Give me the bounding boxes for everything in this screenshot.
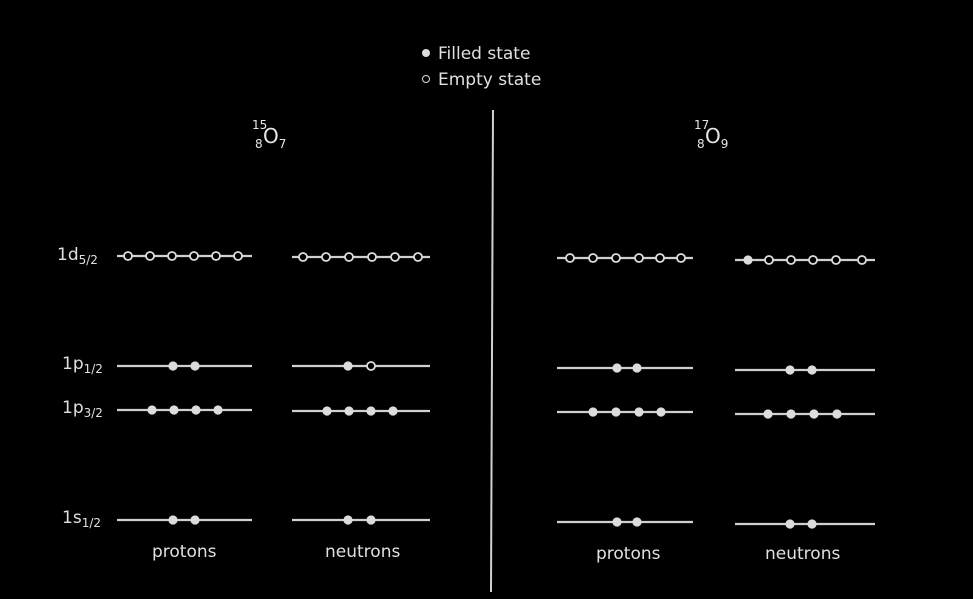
empty-state-circle [655, 253, 665, 263]
filled-state-dot [213, 405, 223, 415]
filled-state-dot [366, 406, 376, 416]
empty-state-circle [764, 255, 774, 265]
empty-state-circle [588, 253, 598, 263]
filled-state-dot [366, 515, 376, 525]
legend-filled: Filled state [422, 44, 530, 64]
empty-state-circle [611, 253, 621, 263]
empty-circle-icon [422, 75, 430, 83]
filled-state-dot [763, 409, 773, 419]
o15-symbol: O [263, 124, 279, 148]
filled-state-dot [588, 407, 598, 417]
empty-state-circle [344, 252, 354, 262]
empty-state-circle [676, 253, 686, 263]
empty-state-circle [366, 361, 376, 371]
filled-state-dot [809, 409, 819, 419]
empty-state-circle [123, 251, 133, 261]
empty-state-circle [857, 255, 867, 265]
filled-state-dot [832, 409, 842, 419]
filled-dot-icon [422, 49, 430, 57]
filled-state-dot [785, 365, 795, 375]
empty-state-circle [189, 251, 199, 261]
label-o17-protons: protons [596, 544, 661, 564]
filled-state-dot [786, 409, 796, 419]
level-label-1p1-2: 1p1/2 [62, 354, 103, 376]
label-o15-protons: protons [152, 542, 217, 562]
empty-state-circle [634, 253, 644, 263]
filled-state-dot [656, 407, 666, 417]
filled-state-dot [344, 406, 354, 416]
empty-state-circle [145, 251, 155, 261]
o17-neutron-number: 9 [720, 137, 729, 151]
filled-state-dot [388, 406, 398, 416]
filled-state-dot [168, 515, 178, 525]
filled-state-dot [190, 361, 200, 371]
empty-state-circle [367, 252, 377, 262]
filled-state-dot [147, 405, 157, 415]
filled-state-dot [169, 405, 179, 415]
filled-state-dot [743, 255, 753, 265]
legend-empty: Empty state [422, 70, 541, 90]
filled-state-dot [190, 515, 200, 525]
filled-state-dot [612, 363, 622, 373]
empty-state-circle [167, 251, 177, 261]
filled-state-dot [191, 405, 201, 415]
filled-state-dot [343, 515, 353, 525]
legend-filled-label: Filled state [438, 44, 531, 64]
o15-neutron-number: 7 [278, 137, 287, 151]
filled-state-dot [807, 365, 817, 375]
filled-state-dot [168, 361, 178, 371]
empty-state-circle [211, 251, 221, 261]
level-label-1p3-2: 1p3/2 [62, 398, 103, 420]
empty-state-circle [390, 252, 400, 262]
o17-symbol: O [705, 124, 721, 148]
empty-state-circle [786, 255, 796, 265]
label-o15-neutrons: neutrons [325, 542, 401, 562]
filled-state-dot [632, 517, 642, 527]
level-label-1s1-2: 1s1/2 [62, 508, 101, 530]
o17-mass-number: 17 [694, 118, 710, 132]
label-o17-neutrons: neutrons [765, 544, 841, 564]
empty-state-circle [831, 255, 841, 265]
level-label-1d5-2: 1d5/2 [57, 245, 98, 267]
filled-state-dot [785, 519, 795, 529]
empty-state-circle [565, 253, 575, 263]
legend-empty-label: Empty state [438, 70, 542, 90]
filled-state-dot [611, 407, 621, 417]
empty-state-circle [298, 252, 308, 262]
divider-line [490, 109, 494, 593]
empty-state-circle [413, 252, 423, 262]
empty-state-circle [321, 252, 331, 262]
filled-state-dot [807, 519, 817, 529]
filled-state-dot [343, 361, 353, 371]
empty-state-circle [808, 255, 818, 265]
o15-atomic-number: 8 [255, 137, 263, 151]
o15-mass-number: 15 [252, 118, 268, 132]
o17-atomic-number: 8 [697, 137, 705, 151]
empty-state-circle [233, 251, 243, 261]
filled-state-dot [632, 363, 642, 373]
filled-state-dot [322, 406, 332, 416]
filled-state-dot [612, 517, 622, 527]
filled-state-dot [634, 407, 644, 417]
